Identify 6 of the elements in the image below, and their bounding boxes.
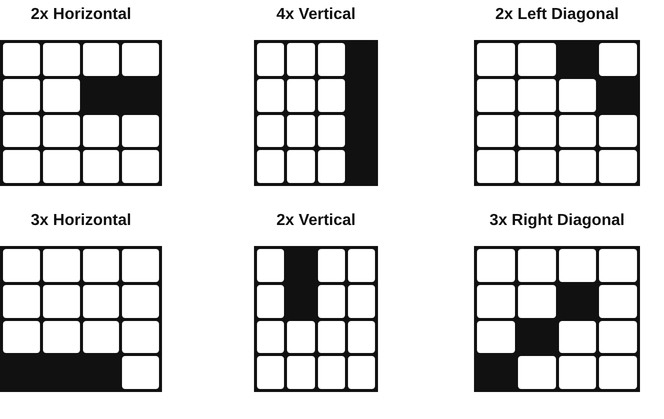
grid-title: 3x Right Diagonal [488,212,626,230]
grid-title: 3x Horizontal [30,212,132,230]
grid-title: 2x Vertical [275,212,357,230]
grid-title: 2x Left Diagonal [494,6,620,24]
grid-title: 4x Vertical [275,6,357,24]
grid-title: 2x Horizontal [30,6,132,24]
